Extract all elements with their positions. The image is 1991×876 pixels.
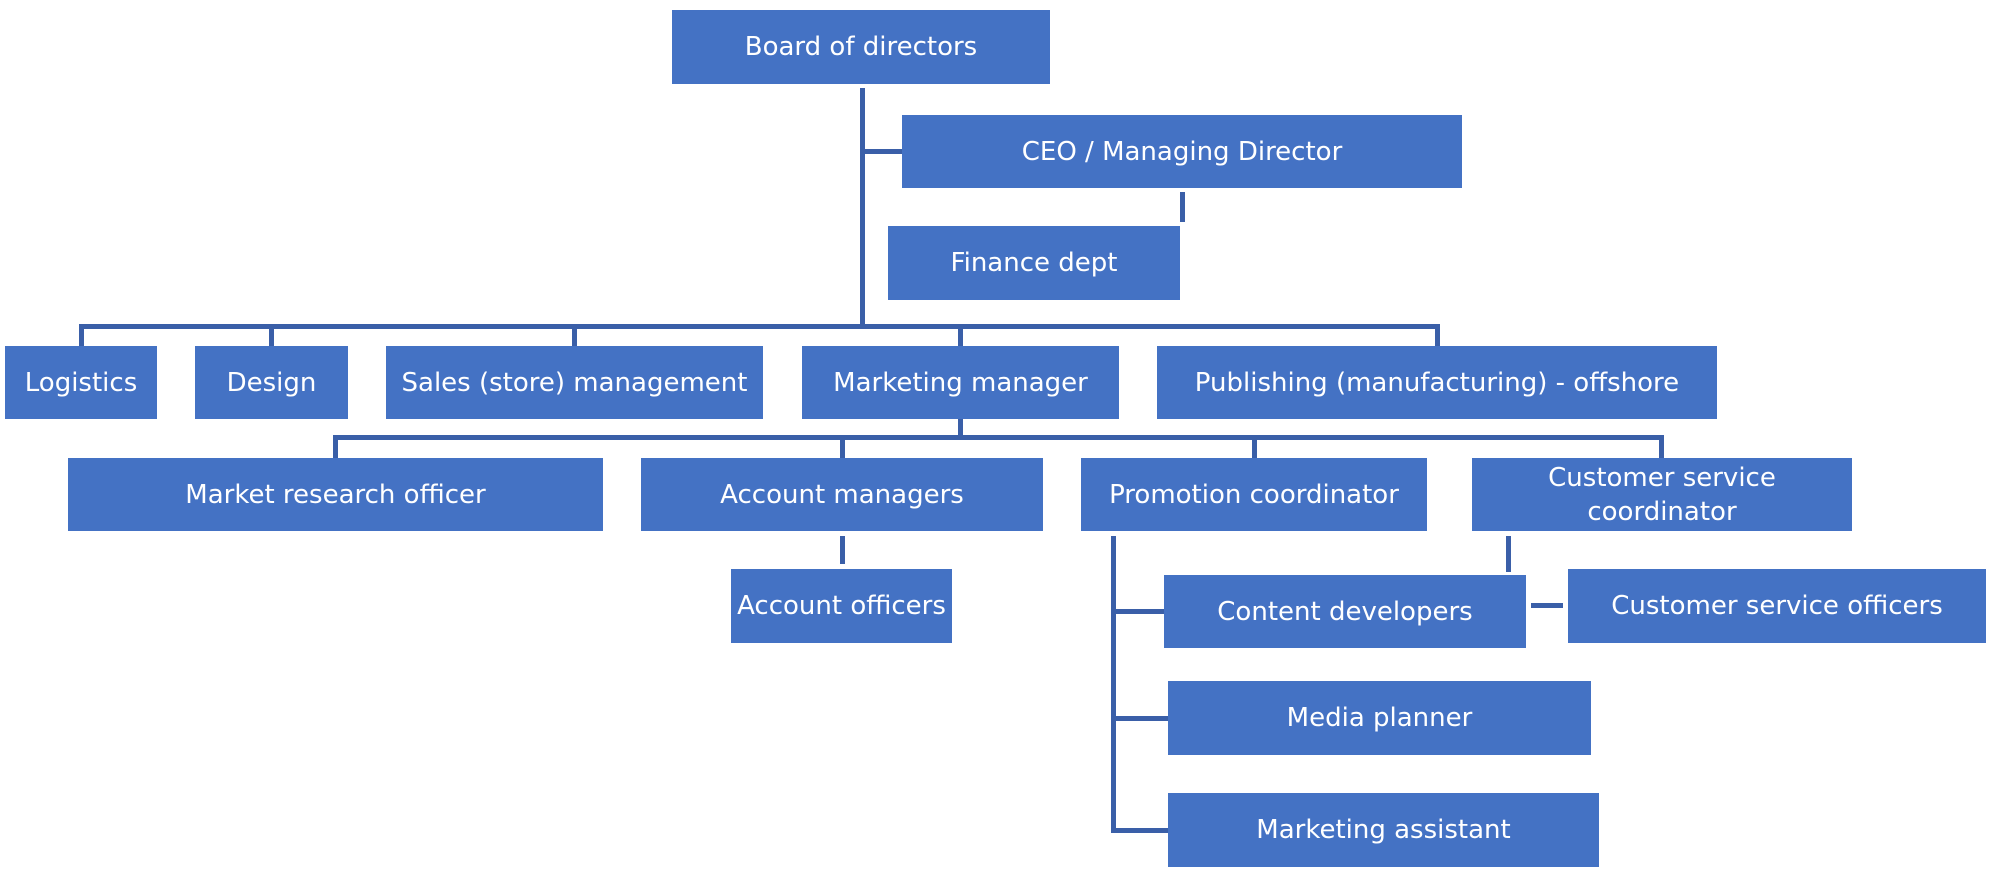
connector-drop-account-managers — [840, 435, 845, 458]
connector-drop-customer-service — [1659, 435, 1664, 458]
connector-board-trunk — [860, 88, 865, 327]
node-content-developers: Content developers — [1164, 575, 1526, 648]
connector-promotion-media — [1111, 716, 1168, 721]
connector-drop-logistics — [79, 324, 84, 346]
connector-promotion-content — [1111, 609, 1164, 614]
connector-promotion-trunk — [1111, 536, 1116, 833]
node-publishing: Publishing (manufacturing) - offshore — [1157, 346, 1717, 419]
connector-drop-sales — [572, 324, 577, 346]
connector-board-ceo — [860, 149, 902, 154]
node-media-planner: Media planner — [1168, 681, 1591, 755]
connector-marketing-stem — [958, 418, 963, 438]
connector-promotion-assistant — [1111, 828, 1168, 833]
connector-drop-design — [269, 324, 274, 346]
node-marketing-assistant: Marketing assistant — [1168, 793, 1599, 867]
connector-drop-promotion — [1252, 435, 1257, 458]
node-promotion-coordinator: Promotion coordinator — [1081, 458, 1427, 531]
node-ceo: CEO / Managing Director — [902, 115, 1462, 188]
connector-csc-stem — [1506, 536, 1511, 572]
connector-content-cso — [1531, 603, 1563, 608]
node-customer-service-coordinator: Customer service coordinator — [1472, 458, 1852, 531]
node-finance-dept: Finance dept — [888, 226, 1180, 300]
node-market-research-officer: Market research officer — [68, 458, 603, 531]
connector-account-managers-officers — [840, 536, 845, 564]
connector-drop-publishing — [1435, 324, 1440, 346]
connector-dept-bus — [79, 324, 1440, 329]
node-account-managers: Account managers — [641, 458, 1043, 531]
connector-drop-market-research — [333, 435, 338, 458]
node-account-officers: Account officers — [731, 569, 952, 643]
node-design: Design — [195, 346, 348, 419]
connector-ceo-finance — [1180, 192, 1185, 222]
node-marketing-manager: Marketing manager — [802, 346, 1119, 419]
node-customer-service-officers: Customer service officers — [1568, 569, 1986, 643]
node-logistics: Logistics — [5, 346, 157, 419]
node-sales-management: Sales (store) management — [386, 346, 763, 419]
connector-drop-marketing — [958, 324, 963, 346]
connector-marketing-bus — [333, 435, 1664, 440]
node-board-of-directors: Board of directors — [672, 10, 1050, 84]
